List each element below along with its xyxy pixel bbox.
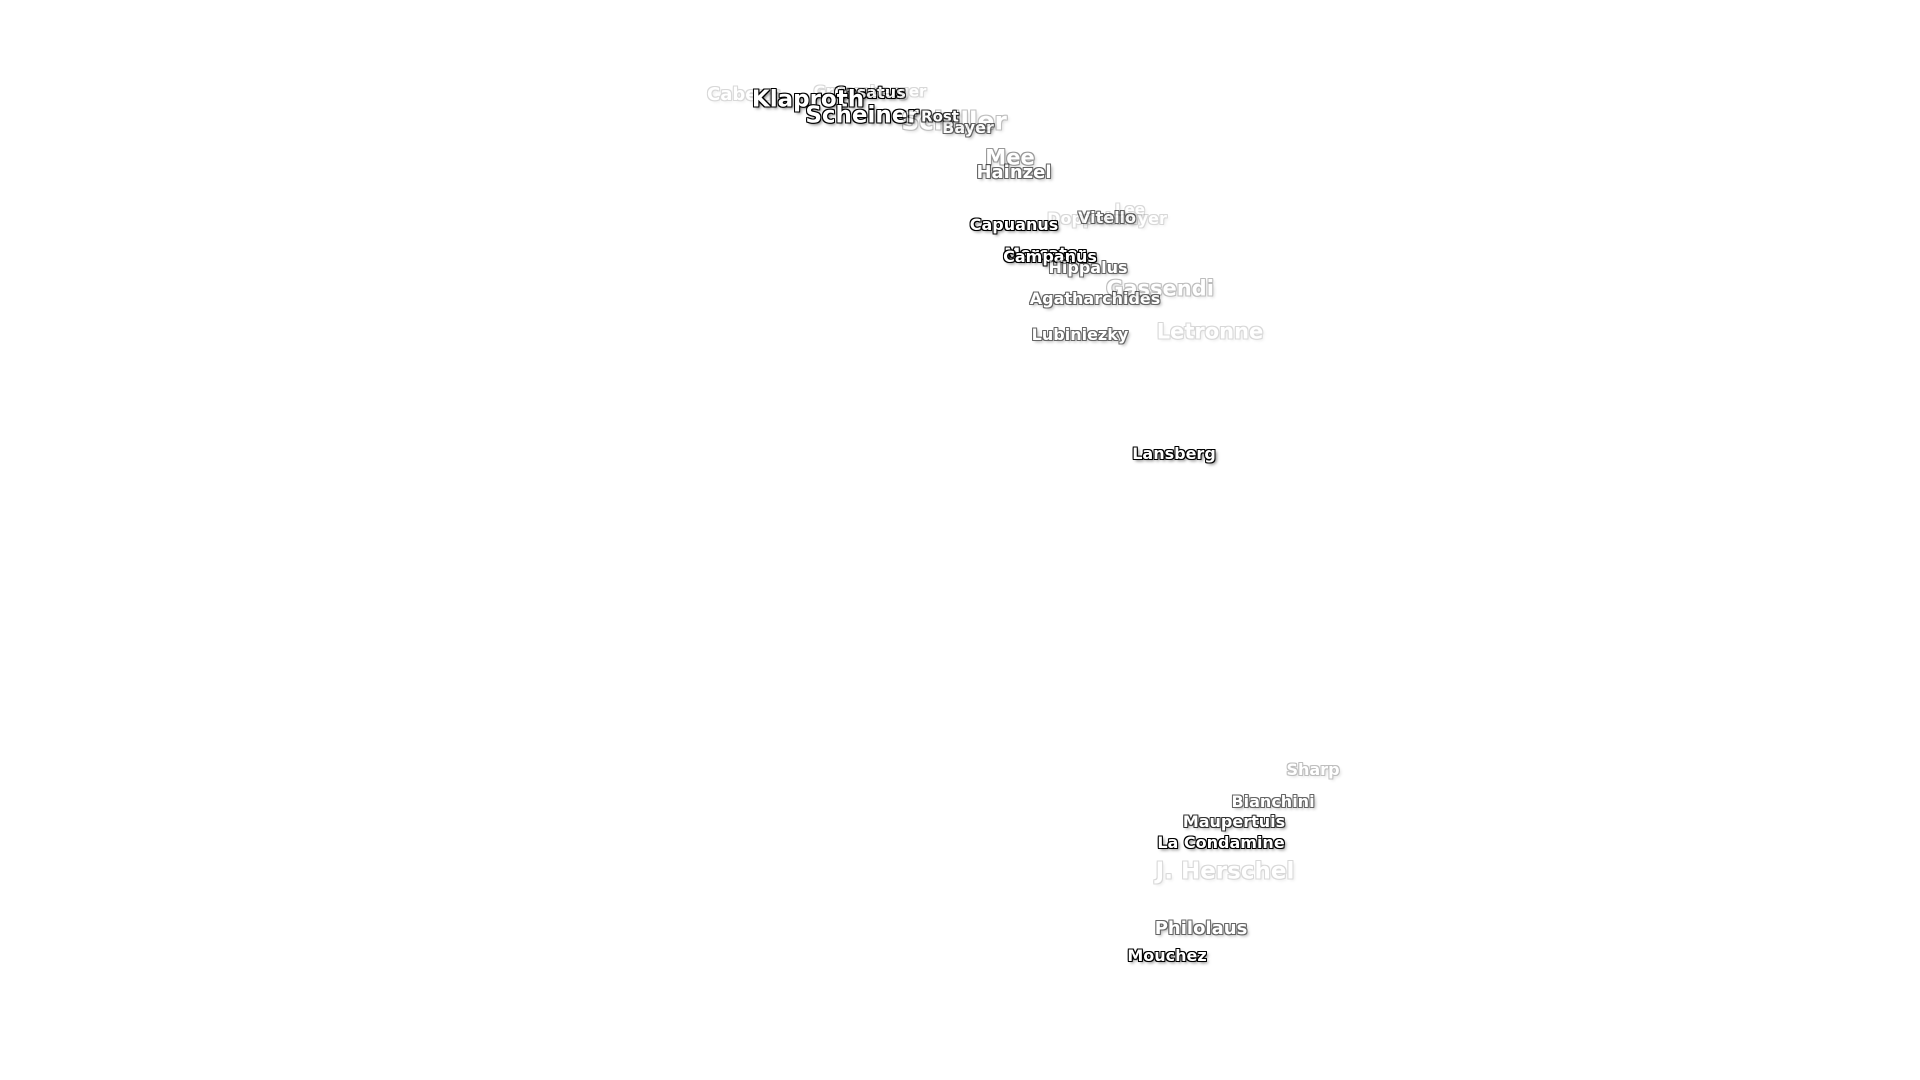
crater-label-mee[interactable]: Mee bbox=[985, 145, 1035, 170]
crater-label-hainzel[interactable]: Hainzel bbox=[976, 162, 1052, 183]
crater-label-bianchini[interactable]: Bianchini bbox=[1231, 792, 1315, 811]
crater-label-doppelmayer[interactable]: Doppelmayer bbox=[1047, 209, 1167, 228]
crater-label-vitello[interactable]: Vitello bbox=[1077, 208, 1137, 227]
crater-label-j-herschel[interactable]: J. Herschel bbox=[1155, 858, 1295, 885]
crater-label-rost[interactable]: Rost bbox=[921, 107, 959, 126]
crater-label-scheiner[interactable]: Scheiner bbox=[805, 102, 919, 129]
crater-label-campanus[interactable]: Campanus bbox=[1003, 247, 1097, 266]
crater-label-mouchez[interactable]: Mouchez bbox=[1127, 946, 1207, 965]
crater-label-cabeus[interactable]: Cabeus bbox=[707, 84, 781, 105]
crater-label-lansberg[interactable]: Lansberg bbox=[1132, 444, 1216, 463]
crater-label-casatus[interactable]: Casatus bbox=[834, 83, 906, 102]
crater-label-hippalus[interactable]: Hippalus bbox=[1048, 258, 1128, 277]
crater-label-capuanus[interactable]: Capuanus bbox=[969, 215, 1059, 234]
crater-label-sharp[interactable]: Sharp bbox=[1286, 760, 1340, 779]
crater-label-philolaus[interactable]: Philolaus bbox=[1154, 918, 1248, 939]
crater-label-schiller[interactable]: Schiller bbox=[901, 106, 1007, 136]
crater-label-klaproth[interactable]: Klaproth bbox=[751, 86, 865, 113]
crater-label-lubiniezky[interactable]: Lubiniezky bbox=[1031, 325, 1129, 344]
crater-label-maupertuis[interactable]: Maupertuis bbox=[1182, 812, 1286, 831]
crater-label-la-condamine[interactable]: La Condamine bbox=[1157, 833, 1285, 852]
crater-label-letronne[interactable]: Letronne bbox=[1156, 319, 1264, 344]
crater-label-gruemberger[interactable]: Gruemberger bbox=[813, 82, 927, 101]
crater-label-mercator[interactable]: Mercator bbox=[1004, 244, 1086, 263]
crater-label-agatharchides[interactable]: Agatharchides bbox=[1029, 289, 1161, 308]
crater-label-bayer[interactable]: Bayer bbox=[942, 118, 994, 137]
crater-label-lee[interactable]: Lee bbox=[1115, 200, 1145, 219]
crater-label-gassendi[interactable]: Gassendi bbox=[1106, 276, 1214, 301]
